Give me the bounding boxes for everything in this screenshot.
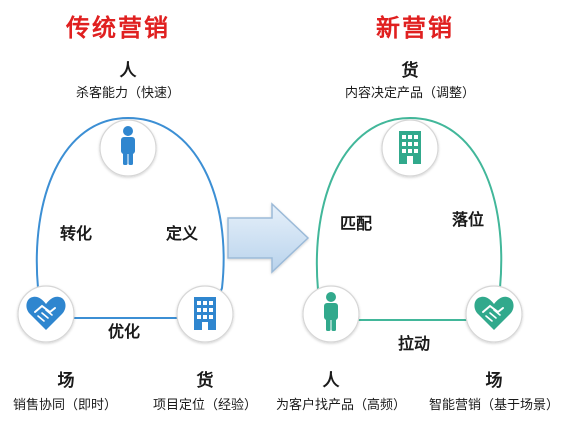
left-right-node-subtitle: 项目定位（经验） bbox=[152, 398, 257, 413]
right-relation-left: 匹配 bbox=[340, 214, 373, 233]
right-top-node-title: 货 bbox=[401, 61, 419, 81]
right-right-node-subtitle: 智能营销（基于场景） bbox=[428, 398, 559, 413]
person-icon bbox=[121, 126, 135, 165]
right-cycle-outline bbox=[315, 116, 503, 321]
building-icon bbox=[399, 131, 421, 164]
left-left-node-subtitle: 销售协同（即时） bbox=[12, 398, 117, 413]
right-relation-right: 落位 bbox=[452, 210, 485, 229]
left-top-node-title: 人 bbox=[119, 61, 137, 81]
left-relation-left: 转化 bbox=[60, 224, 93, 243]
left-cycle-outline bbox=[35, 116, 225, 319]
left-relation-bottom: 优化 bbox=[108, 322, 141, 341]
right-left-node-subtitle: 为客户找产品（高频） bbox=[275, 398, 406, 413]
handshake-icon bbox=[26, 296, 66, 330]
left-right-node-title: 货 bbox=[196, 371, 214, 391]
person-icon bbox=[324, 292, 338, 331]
left-top-node-subtitle: 杀客能力（快速） bbox=[75, 86, 180, 101]
right-relation-bottom: 拉动 bbox=[398, 334, 431, 353]
right-left-node-title: 人 bbox=[322, 371, 340, 391]
building-icon bbox=[194, 297, 216, 330]
right-right-node-title: 场 bbox=[485, 371, 503, 391]
left-relation-right: 定义 bbox=[166, 224, 199, 243]
handshake-icon bbox=[474, 296, 514, 330]
left-left-node-title: 场 bbox=[57, 371, 75, 391]
right-arrow-icon bbox=[227, 202, 310, 274]
right-top-node-subtitle: 内容决定产品（调整） bbox=[344, 86, 475, 101]
right-diagram-title: 新营销 bbox=[376, 14, 454, 42]
left-diagram-title: 传统营销 bbox=[66, 14, 170, 42]
